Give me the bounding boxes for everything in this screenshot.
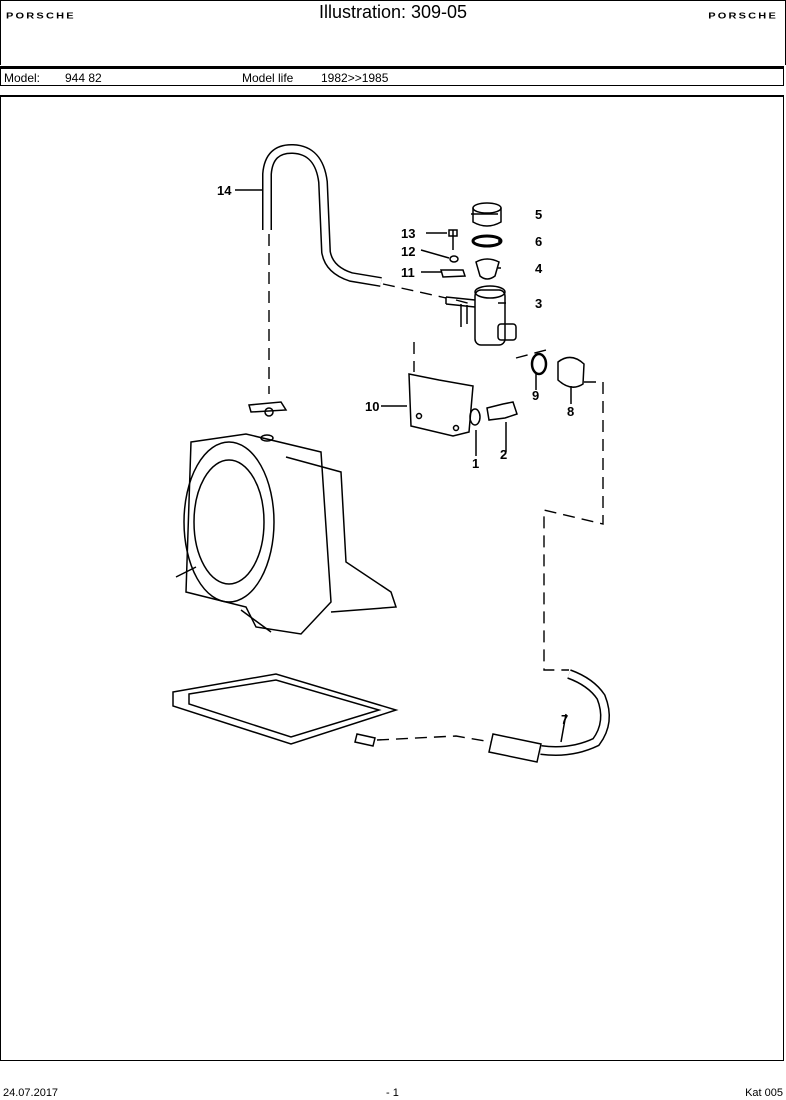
- callout-10: 10: [365, 399, 379, 414]
- callout-6: 6: [535, 234, 542, 249]
- callout-3: 3: [535, 296, 542, 311]
- callout-11: 11: [401, 265, 415, 280]
- illustration-title: Illustration: 309-05: [318, 2, 468, 22]
- seal-part-6: [471, 234, 503, 248]
- callout-2: 2: [500, 447, 507, 462]
- washer-part-12: [449, 255, 459, 263]
- oil-pan: [172, 673, 399, 747]
- model-life-value: 1982>>1985: [321, 71, 389, 85]
- porsche-logo-left: PORSCHE: [6, 11, 76, 21]
- reservoir-part-3: [445, 285, 517, 346]
- callout-14: 14: [217, 183, 232, 198]
- porsche-logo-right: PORSCHE: [708, 11, 778, 21]
- page-header: PORSCHE Illustration: 309-05 PORSCHE: [0, 0, 786, 65]
- callout-5: 5: [535, 207, 542, 222]
- o-ring-part-9: [530, 352, 548, 376]
- model-bar: Model: 944 82 Model life 1982>>1985: [0, 66, 784, 86]
- callout-4: 4: [535, 261, 543, 276]
- parts-diagram: 14 13 12 11 5 6 4 3 10 1 2 9 8 7: [172, 144, 610, 763]
- callout-1: 1: [472, 456, 479, 471]
- callout-8: 8: [567, 404, 574, 419]
- footer-catalog: Kat 005: [745, 1087, 783, 1099]
- callout-12: 12: [401, 244, 415, 259]
- model-value: 944 82: [65, 71, 102, 85]
- footer-page: - 1: [386, 1087, 399, 1099]
- transmission-housing: [175, 401, 398, 635]
- strainer-part-4: [475, 258, 500, 280]
- clip-part-11: [440, 269, 467, 278]
- banjo-part-8: [557, 356, 585, 388]
- model-label: Model:: [4, 71, 41, 85]
- cap-part-5: [472, 202, 502, 227]
- bolt-part-2: [486, 401, 518, 421]
- bolt-part-13: [448, 229, 458, 250]
- callout-7: 7: [561, 712, 568, 727]
- washer-part-1: [469, 408, 481, 426]
- callout-13: 13: [401, 226, 415, 241]
- footer-date: 24.07.2017: [3, 1087, 59, 1099]
- bracket-part-10: [408, 373, 474, 437]
- illustration-frame: 14 13 12 11 5 6 4 3 10 1 2 9 8 7: [0, 95, 784, 1061]
- hose-fitting-part-7: [488, 733, 542, 763]
- callout-9: 9: [532, 388, 539, 403]
- model-life-label: Model life: [242, 71, 294, 85]
